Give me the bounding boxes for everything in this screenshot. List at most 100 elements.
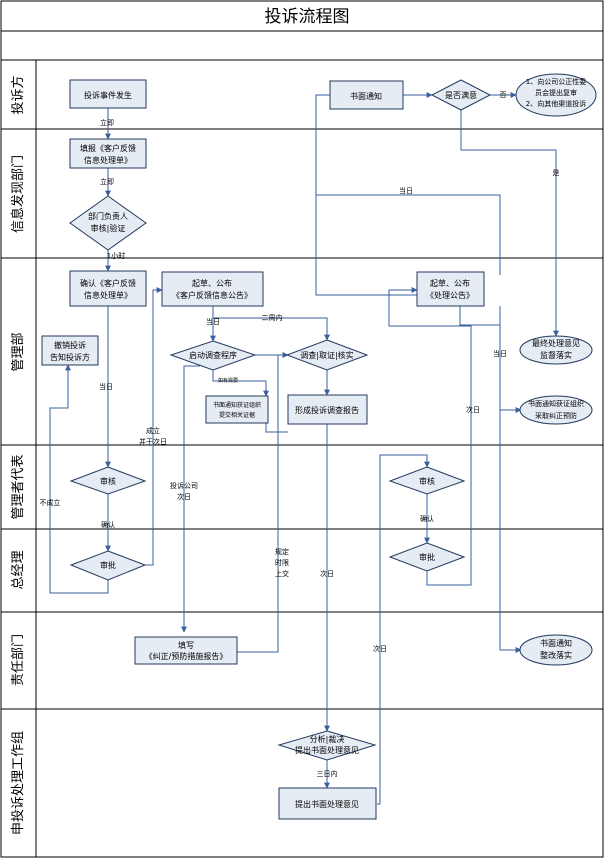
node-draft2-line2: 《处理公告》	[426, 290, 474, 300]
lane-label-gm: 总经理	[11, 550, 26, 589]
node-audit2: 审核	[388, 466, 466, 495]
lane-label-resp-dept: 责任部门	[11, 634, 26, 686]
node-fill-corrective-line2: 《纠正/预防措施报告》	[145, 651, 228, 661]
diagram-title: 投诉流程图	[265, 7, 350, 27]
edge-label-sameday-1: 当日	[99, 382, 113, 391]
node-notify-evidence-line2: 提交相关证据	[219, 411, 255, 419]
node-appeal-line3: 2、向其他渠道投诉	[526, 99, 586, 108]
node-review-dept-line1: 部门负责人	[88, 211, 128, 221]
node-final-line2: 监督落实	[540, 350, 572, 360]
node-propose: 提出书面处理意见	[278, 787, 377, 820]
edge-label-yes: 是	[553, 169, 560, 177]
node-rectify: 书面通知 整改落实	[519, 634, 593, 666]
node-notify-prevent: 书面通知获证组织 采取纠正预防	[519, 395, 593, 425]
edge-satisfied-final	[460, 110, 559, 337]
node-analyze-line2: 提出书面处理意见	[295, 745, 359, 755]
lane-gm: 总经理	[1, 550, 603, 613]
node-approve1: 审批	[69, 550, 147, 581]
edge-label-company: 投诉公司	[170, 481, 198, 490]
node-report-label: 形成投诉调查报告	[295, 405, 359, 415]
node-notify-evidence: 书面通知获证组织 提交相关证据	[205, 395, 269, 424]
node-rectify-line2: 整改落实	[540, 650, 572, 660]
node-approve2-label: 审批	[419, 552, 435, 562]
node-audit1-label: 审核	[100, 476, 116, 486]
edge-approve1-revoke	[49, 364, 109, 594]
node-event-label: 投诉事件发生	[84, 90, 132, 100]
edge-label-established: 成立	[146, 426, 160, 435]
node-event: 投诉事件发生	[69, 79, 147, 109]
edge-notify-evidence-report	[265, 423, 288, 433]
node-start: 启动调查程序	[169, 340, 257, 371]
edge-fill-corrective-report	[237, 354, 288, 653]
node-fill-corrective: 填写 《纠正/预防措施报告》	[134, 636, 238, 665]
edge-approve2-draft2	[388, 287, 472, 586]
node-final-line1: 最终处理意见	[532, 338, 580, 348]
edge-label-within3: 三日内	[317, 769, 338, 778]
node-notify-prevent-line2: 采取纠正预防	[535, 411, 577, 420]
edge-label-sameday-3: 当日	[493, 349, 507, 358]
node-notice: 书面通知	[329, 80, 404, 110]
edge-start-notify-evidence	[212, 370, 269, 397]
node-report: 形成投诉调查报告	[287, 394, 368, 425]
node-revoke-line2: 告知投诉方	[50, 352, 90, 362]
node-approve2: 审批	[388, 542, 466, 572]
lane-label-group: 申投诉处理工作组	[10, 731, 26, 835]
node-appeal-line2: 员会提出复审	[535, 88, 577, 97]
edge-label-sameday-4: 当日	[206, 317, 220, 326]
edge-label-company-nextday: 次日	[177, 492, 191, 501]
edge-label-if-needed: 如有需要	[218, 377, 238, 384]
edge-label-confirm-2: 确认	[420, 514, 434, 523]
node-analyze: 分析|裁决 提出书面处理意见	[277, 730, 377, 761]
node-final: 最终处理意见 监督落实	[519, 335, 593, 365]
node-satisfied: 是否满意	[430, 79, 492, 111]
node-draft1-line2: 《客户反馈信息公告》	[172, 290, 252, 300]
edge-label-1hour: 1小时	[107, 251, 125, 260]
edge-label-and-nextday: 并于次日	[139, 437, 167, 446]
edge-label-deadline-3: 上交	[275, 569, 289, 578]
edge-draft2-final	[499, 306, 522, 413]
edges	[49, 92, 559, 805]
node-confirm-line1: 确认《客户反馈	[80, 278, 136, 288]
edge-label-nextday-3: 次日	[373, 644, 387, 653]
node-fill-corrective-line1: 填写	[178, 640, 194, 650]
edge-label-immediate-1: 立即	[100, 118, 114, 127]
edge-label-deadline-2: 时限	[275, 558, 289, 567]
lane-mgmt: 管理部	[1, 332, 603, 446]
node-confirm-line2: 信息处理单》	[84, 290, 132, 300]
node-review-dept: 部门负责人 审核|验证	[69, 195, 147, 251]
lane-mgmt-rep: 管理者代表	[1, 454, 603, 530]
node-appeal-line1: 1、向公司公正性委	[526, 77, 586, 86]
edge-label-sameday-2: 当日	[399, 186, 413, 195]
lane-resp-dept: 责任部门	[1, 634, 603, 710]
edge-propose-audit2	[377, 454, 430, 805]
node-confirm: 确认《客户反馈 信息处理单》	[69, 270, 147, 307]
lane-label-mgmt: 管理部	[11, 332, 26, 371]
lane-label-complainant: 投诉方	[10, 75, 26, 114]
node-notify-evidence-line1: 书面通知获证组织	[213, 401, 261, 409]
node-review-dept-line2: 审核|验证	[91, 223, 126, 233]
edge-label-confirm-1: 确认	[101, 520, 115, 529]
edge-approve1-draft1	[145, 287, 163, 566]
node-draft1: 起草、公布 《客户反馈信息公告》	[161, 271, 264, 307]
node-draft2-line1: 起草、公布	[430, 278, 470, 288]
node-analyze-line1: 分析|裁决	[310, 734, 345, 744]
lane-label-mgmt-rep: 管理者代表	[11, 454, 26, 519]
edge-label-no: 否	[500, 91, 507, 99]
node-start-label: 启动调查程序	[189, 350, 237, 360]
node-approve1-label: 审批	[100, 560, 116, 570]
lane-complainant: 投诉方	[1, 75, 603, 130]
edge-label-nextday-1: 次日	[466, 405, 480, 414]
edge-label-immediate-2: 立即	[100, 177, 114, 186]
edge-labels: 立即 立即 1小时 当日 当日 当日 否 是 二周内 如有需要 次日 次日 次日…	[40, 91, 560, 778]
node-notify-prevent-line1: 书面通知获证组织	[528, 399, 584, 408]
edge-label-deadline-1: 规定	[275, 547, 289, 556]
edge-notify-return	[315, 194, 501, 295]
node-rectify-line1: 书面通知	[540, 638, 572, 648]
node-audit2-label: 审核	[419, 476, 435, 486]
lane-label-info-dept: 信息发现部门	[10, 155, 26, 233]
edge-label-twoweeks: 二周内	[262, 313, 283, 322]
node-propose-label: 提出书面处理意见	[295, 799, 359, 809]
node-fill-line2: 信息处理单》	[84, 155, 132, 165]
